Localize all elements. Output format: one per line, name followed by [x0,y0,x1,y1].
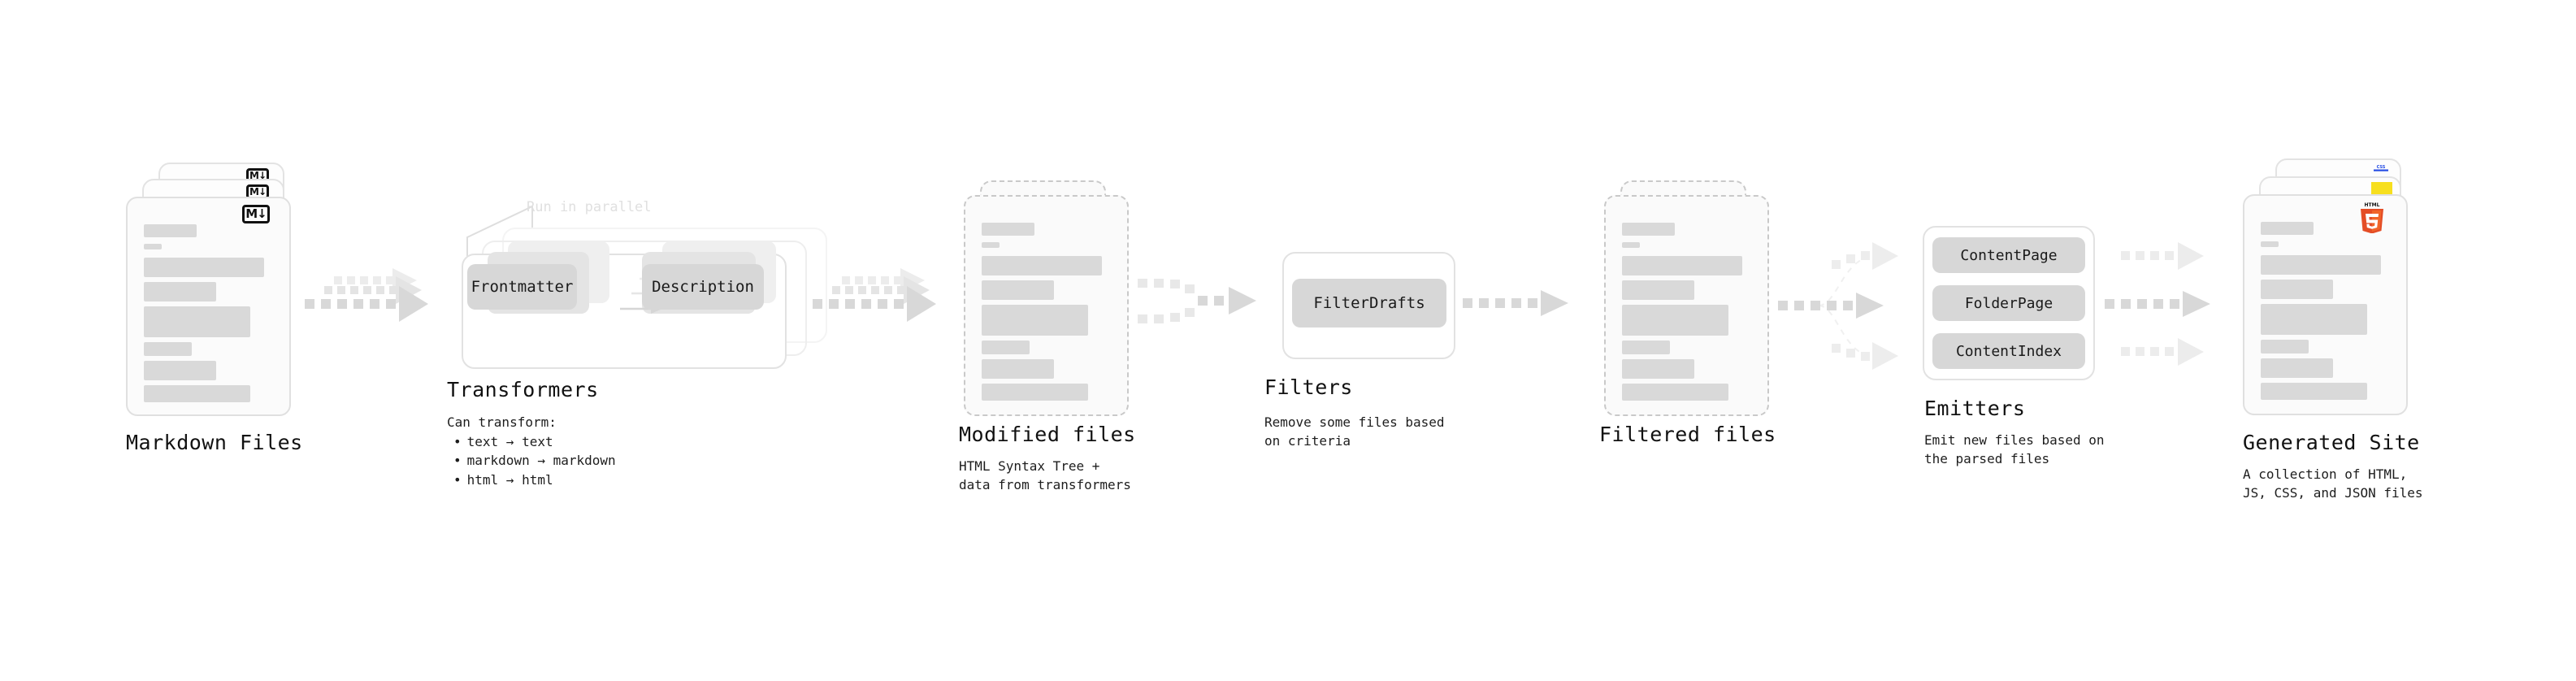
modified-files-stack [959,180,1138,424]
skeleton-line [2261,358,2333,378]
skeleton-subheading [982,242,1000,248]
skeleton-line [2261,383,2367,400]
filtered-files-stack [1599,180,1778,424]
skeleton-line [982,359,1054,379]
skeleton-line [2261,340,2309,354]
skeleton-line [982,305,1088,336]
modified-file-card-front [964,195,1129,416]
skeleton-line [1622,359,1694,379]
skeleton-line [2261,280,2333,299]
skeleton-subheading [1622,242,1640,248]
skeleton-line [982,340,1030,354]
emitters-title: Emitters [1924,397,2026,420]
skeleton-line [144,361,216,380]
transformers-subtitle: Can transform: text → text markdown → ma… [447,413,616,489]
skeleton-line [1622,256,1742,275]
filtered-files-title: Filtered files [1599,423,1776,446]
css-badge: CSS [2374,165,2388,171]
filters-title: Filters [1264,375,1353,399]
arrow-markdown-to-transformers [305,268,428,322]
markdown-files-stack: M↓ M↓ M↓ [126,163,313,447]
transformer-node-frontmatter[interactable]: Frontmatter [467,264,577,310]
transformer-node-description[interactable]: Description [642,264,764,310]
markdown-badge-text: M↓ [245,206,267,221]
transformers-title: Transformers [447,378,599,401]
skeleton-line [1622,340,1670,354]
skeleton-line [144,385,250,402]
svg-text:CSS: CSS [2377,165,2386,170]
skeleton-line [144,258,264,277]
markdown-files-title: Markdown Files [126,431,303,454]
capability-item: text → text [447,432,616,451]
arrow-emitters-to-site [2105,242,2210,366]
run-in-parallel-bracket [466,205,533,260]
svg-text:HTML: HTML [2365,202,2380,208]
arrow-filtered-to-emitters [1778,242,1898,370]
generated-site-stack: CSS HTML [2243,158,2430,435]
capability-item: markdown → markdown [447,451,616,470]
skeleton-heading [144,224,197,237]
markdown-badge-text-mid: M↓ [249,186,267,197]
capability-item: html → html [447,471,616,489]
run-in-parallel-label: Run in parallel [527,199,652,215]
transformers-subtitle-intro: Can transform: [447,414,557,430]
js-badge [2371,182,2392,195]
skeleton-line [1622,280,1694,300]
skeleton-heading [2261,222,2314,235]
emitter-node-contentpage[interactable]: ContentPage [1932,237,2085,273]
arrow-modified-to-filters [1138,279,1256,323]
emitter-node-folderpage[interactable]: FolderPage [1932,285,2085,321]
markdown-file-card-front [126,197,291,416]
skeleton-line [144,342,192,356]
skeleton-line [2261,304,2367,335]
arrow-transformers-to-modified [813,268,936,322]
skeleton-heading [982,223,1034,236]
generated-site-subtitle: A collection of HTML, JS, CSS, and JSON … [2243,466,2423,501]
markdown-badge-text-back: M↓ [249,170,267,181]
transformers-capability-list: text → text markdown → markdown html → h… [447,432,616,489]
modified-files-title: Modified files [959,423,1136,446]
skeleton-line [982,384,1088,401]
arrow-filters-to-filtered [1463,290,1568,316]
skeleton-subheading [144,244,162,249]
filtered-file-card-front [1604,195,1769,416]
skeleton-line [144,282,216,301]
emitters-subtitle: Emit new files based on the parsed files [1924,432,2105,467]
skeleton-line [1622,305,1728,336]
markdown-badge: M↓ [242,205,270,223]
skeleton-line [144,306,250,337]
skeleton-heading [1622,223,1675,236]
generated-site-title: Generated Site [2243,431,2420,454]
filter-node-filterdrafts[interactable]: FilterDrafts [1292,279,1446,327]
modified-files-subtitle: HTML Syntax Tree + data from transformer… [959,458,1131,493]
skeleton-line [1622,384,1728,401]
skeleton-line [982,256,1102,275]
emitter-node-contentindex[interactable]: ContentIndex [1932,333,2085,369]
filters-subtitle: Remove some files based on criteria [1264,414,1445,449]
skeleton-line [2261,255,2381,275]
skeleton-line [982,280,1054,300]
markdown-badge-mid: M↓ [246,184,269,199]
skeleton-subheading [2261,241,2279,247]
html5-icon: HTML [2361,202,2383,233]
